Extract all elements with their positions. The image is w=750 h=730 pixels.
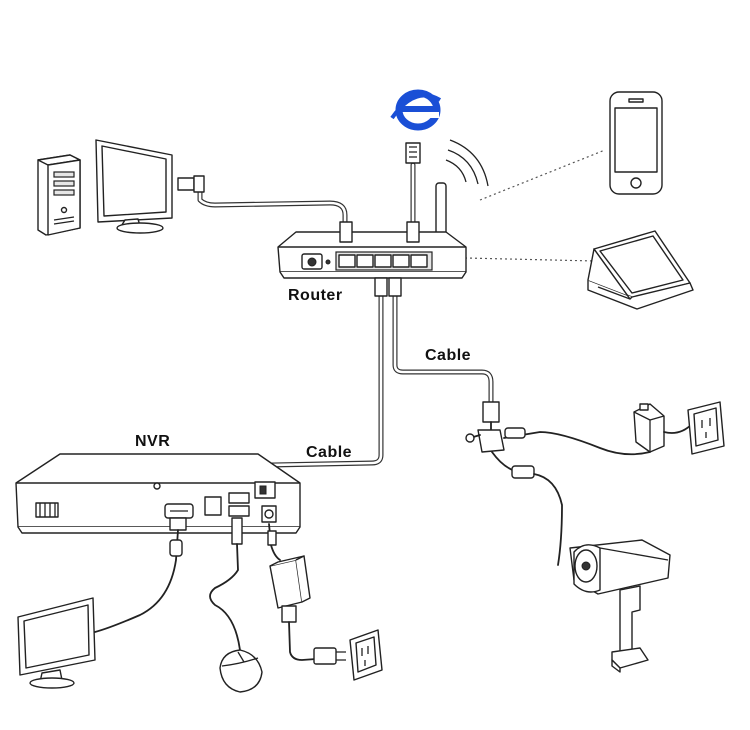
router-label: Router xyxy=(288,287,343,304)
laptop-icon xyxy=(587,230,694,310)
nvr-peripheral-cables xyxy=(94,517,281,651)
cable-label-router-camera: Cable xyxy=(425,347,472,364)
internet-explorer-icon xyxy=(390,89,442,131)
nvr-recorder-icon xyxy=(15,453,301,534)
wifi-links xyxy=(464,149,606,262)
cables xyxy=(197,162,494,498)
cable-label-router-nvr: Cable xyxy=(306,444,353,461)
camera-power-adapter-icon xyxy=(633,403,693,453)
internet-plug xyxy=(405,142,421,164)
pc-cable-plug xyxy=(177,175,205,193)
desktop-pc-icon xyxy=(37,154,81,236)
smartphone-icon xyxy=(609,91,663,195)
nvr-label: NVR xyxy=(135,433,171,450)
mouse-icon xyxy=(219,649,263,693)
camera-cables xyxy=(465,401,651,566)
router-icon xyxy=(277,139,489,297)
wall-socket-icon-bottom xyxy=(349,629,383,681)
power-adapter-icon xyxy=(269,555,346,665)
bullet-camera-icon xyxy=(569,539,671,673)
monitor-icon-top xyxy=(95,139,173,234)
wall-socket-icon-camera xyxy=(687,401,725,455)
monitor-icon-bottom xyxy=(17,597,96,689)
